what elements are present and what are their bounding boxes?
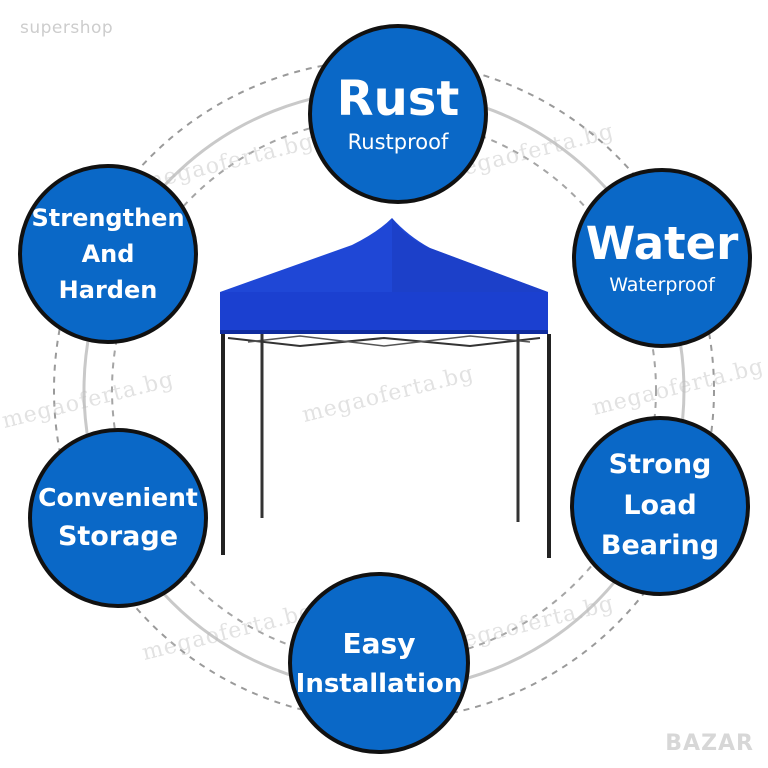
bazar-logo: BAZAR [665,731,754,756]
badge-water: Water Waterproof [572,168,752,348]
badge-load-line2: Load [623,489,697,521]
badge-storage-line1: Convenient [38,483,198,512]
badge-load-line3: Bearing [600,530,720,562]
tent-truss [227,336,541,348]
badge-rust-subtitle: Rustproof [347,130,449,155]
badge-install-line1: Easy [342,626,416,660]
badge-rust-title: Rust [336,70,460,127]
supershop-watermark: supershop [20,18,114,38]
badge-storage-line2: Storage [57,520,179,552]
tent-truss-2 [247,335,531,347]
badge-install: Easy Installation [288,572,470,754]
badge-water-title: Water [585,217,739,271]
badge-strengthen: Strengthen And Harden [18,164,198,344]
badge-strengthen-line2: And [81,240,135,268]
inner-dashed-ring [111,117,657,663]
badge-load-line1: Strong [608,449,712,481]
badge-water-subtitle: Waterproof [609,273,715,296]
badge-rust: Rust Rustproof [308,24,488,204]
tent-illustration [220,218,551,558]
badge-load: Strong Load Bearing [570,416,750,596]
tent-roof-shade [392,218,548,292]
badge-strengthen-line1: Strengthen [31,204,185,232]
tent-valance [220,292,548,334]
tent-valance-bottom [220,330,548,334]
badge-install-line2: Installation [295,668,463,699]
badge-strengthen-line3: Harden [58,276,158,304]
badge-storage: Convenient Storage [28,428,208,608]
